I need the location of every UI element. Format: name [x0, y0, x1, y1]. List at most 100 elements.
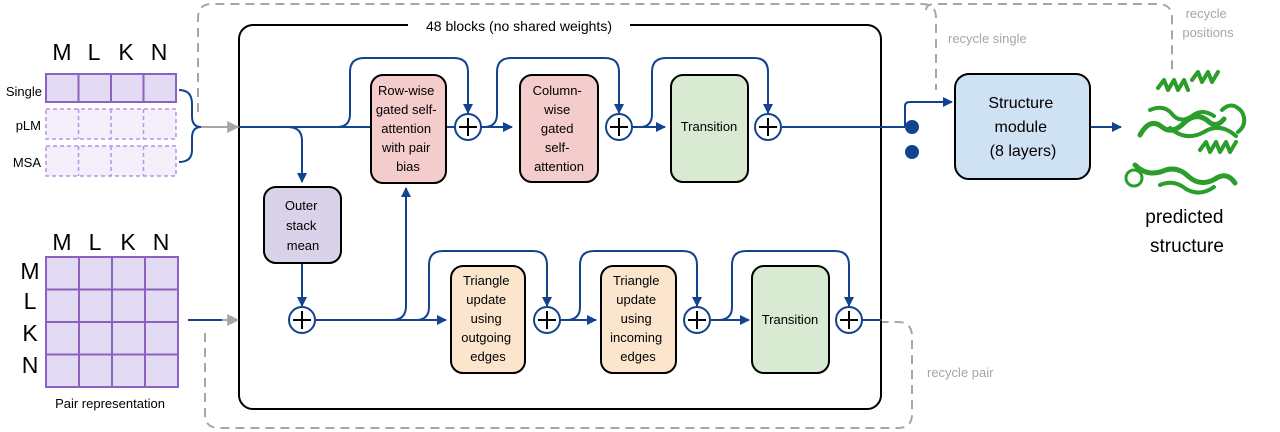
- recycle-single-label: recycle single: [948, 31, 1027, 46]
- pair-row-label: N: [22, 352, 39, 378]
- tri-in-label-line: edges: [620, 349, 656, 364]
- row-attn-label-line: bias: [396, 159, 420, 174]
- recycle-pair-label: recycle pair: [927, 365, 994, 380]
- sum-node-tri-out: [533, 306, 561, 334]
- row-attn-label-line: attention: [381, 121, 431, 136]
- single-col-label: K: [118, 39, 134, 65]
- junction-dot: [905, 120, 919, 134]
- col-attn-label-line: gated: [541, 121, 574, 136]
- outer-label-line: mean: [287, 238, 320, 253]
- predicted-structure-line: predicted: [1145, 207, 1223, 228]
- outer-label-line: Outer: [285, 198, 318, 213]
- outer-label-line: stack: [286, 218, 317, 233]
- outer-stack-mean-label: Outer stack mean: [285, 198, 321, 253]
- sum-nodes: [288, 113, 863, 334]
- pair-grid-cells: [45, 256, 179, 388]
- col-attn-label-line: wise: [543, 102, 570, 117]
- predicted-structure-line: structure: [1150, 236, 1224, 257]
- input-brace: [178, 89, 202, 163]
- sum-node-transition-bottom: [835, 306, 863, 334]
- triangle-incoming-label: Triangle update using incoming edges: [610, 273, 666, 364]
- pair-col-label: M: [52, 229, 71, 255]
- input-arrows: [188, 121, 240, 326]
- row-attention-box: [370, 74, 447, 184]
- single-col-label: N: [151, 39, 168, 65]
- pair-col-label: L: [89, 229, 102, 255]
- protein-structure-image: [1124, 70, 1247, 195]
- main-block-title: 48 blocks (no shared weights): [426, 18, 612, 34]
- row-attn-label-line: with pair: [381, 140, 431, 155]
- transition-bottom-box: [751, 265, 830, 374]
- plm-row-cells: [45, 108, 177, 140]
- junction-dots: [905, 120, 919, 159]
- pair-col-label: N: [153, 229, 170, 255]
- tri-in-label-line: Triangle: [613, 273, 659, 288]
- tri-in-label-line: using: [621, 311, 652, 326]
- module-labels: Outer stack mean Row-wise gated self- at…: [285, 83, 1057, 364]
- triangle-outgoing-box: [450, 265, 526, 374]
- single-row-cells: [45, 73, 177, 103]
- col-attn-label-line: Column-: [533, 83, 582, 98]
- msa-row-cells: [45, 145, 177, 177]
- outer-stack-mean-box: [263, 186, 342, 264]
- sum-node-tri-in: [683, 306, 711, 334]
- structure-module-label: Structure module (8 layers): [988, 95, 1057, 160]
- sum-node-transition-top: [754, 113, 782, 141]
- sum-node-outer: [288, 306, 316, 334]
- single-col-label: L: [88, 39, 101, 65]
- recycle-positions-line: positions: [1182, 25, 1234, 40]
- tri-out-label-line: update: [466, 292, 506, 307]
- column-attention-label: Column- wise gated self- attention: [533, 83, 586, 174]
- row-attn-label-line: Row-wise: [378, 83, 434, 98]
- recycle-positions-label: recycle positions: [1182, 6, 1234, 40]
- pair-col-label: K: [120, 229, 136, 255]
- single-row-label: Single: [6, 84, 42, 99]
- single-row-labels: Single pLM MSA: [6, 84, 42, 170]
- sum-node-row-attn: [454, 113, 482, 141]
- structure-label-line: Structure: [988, 95, 1053, 112]
- tri-in-label-line: update: [616, 292, 656, 307]
- transition-bottom-label: Transition: [762, 312, 819, 327]
- pair-row-label: K: [22, 320, 38, 346]
- predicted-structure-caption: predicted structure: [1145, 207, 1228, 257]
- recycle-paths: [197, 3, 1173, 429]
- structure-label-line: (8 layers): [990, 143, 1057, 160]
- col-attn-label-line: attention: [534, 159, 584, 174]
- flow-lines: [201, 57, 1122, 325]
- tri-out-label-line: edges: [470, 349, 506, 364]
- pair-column-labels: M L K N: [52, 229, 169, 255]
- structure-label-line: module: [995, 119, 1048, 136]
- column-attention-box: [519, 74, 599, 183]
- tri-out-label-line: using: [471, 311, 502, 326]
- tri-out-label-line: outgoing: [461, 330, 511, 345]
- structure-module-box: [954, 73, 1091, 180]
- pair-representation-caption: Pair representation: [55, 396, 165, 411]
- recycle-positions-line: recycle: [1186, 6, 1227, 21]
- pair-representation: M L K N M L K N Pair representation: [20, 229, 179, 411]
- single-representation: M L K N Single pLM MSA: [6, 39, 202, 177]
- triangle-incoming-box: [600, 265, 677, 374]
- recycle-labels: recycle single recycle positions recycle…: [927, 6, 1234, 380]
- single-row-label: pLM: [16, 118, 41, 133]
- sum-node-col-attn: [605, 113, 633, 141]
- pair-row-labels: M L K N: [20, 258, 39, 378]
- single-col-label: M: [52, 39, 71, 65]
- recycle-pair-path: [204, 321, 913, 429]
- row-attn-label-line: gated self-: [376, 102, 437, 117]
- tri-out-label-line: Triangle: [463, 273, 509, 288]
- row-attention-label: Row-wise gated self- attention with pair…: [376, 83, 440, 174]
- col-attn-label-line: self-: [545, 140, 570, 155]
- recycle-single-path: [197, 3, 937, 112]
- tri-in-label-line: incoming: [610, 330, 662, 345]
- module-boxes: [263, 73, 1091, 374]
- pair-row-label: L: [24, 288, 37, 314]
- transition-top-box: [670, 74, 749, 183]
- junction-dot: [905, 145, 919, 159]
- transition-top-label: Transition: [681, 119, 738, 134]
- triangle-outgoing-label: Triangle update using outgoing edges: [461, 273, 515, 364]
- pair-row-label: M: [20, 258, 39, 284]
- single-row-label: MSA: [13, 155, 42, 170]
- single-column-labels: M L K N: [52, 39, 167, 65]
- recycle-positions-path: [925, 3, 1173, 70]
